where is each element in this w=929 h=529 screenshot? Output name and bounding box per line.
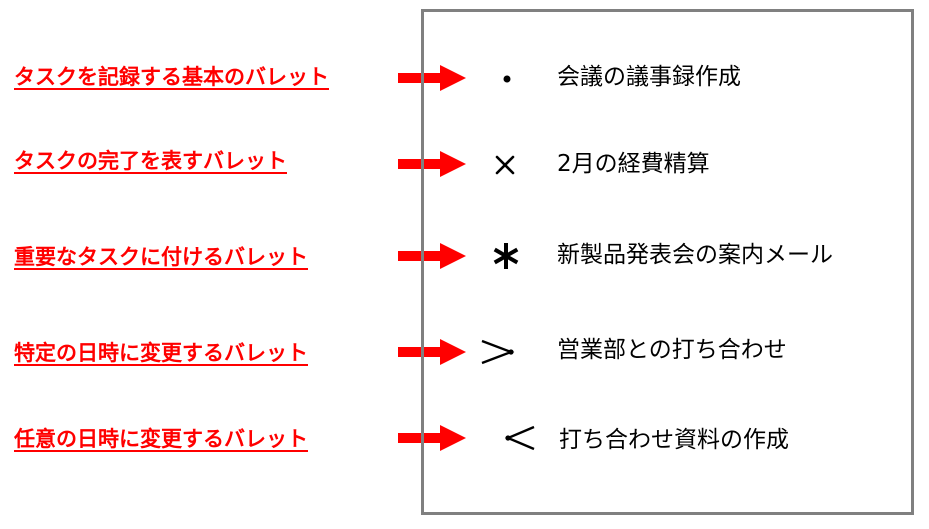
arrow-right-icon — [398, 151, 466, 177]
label-scheduled-bullet: 特定の日時に変更するバレット — [14, 341, 308, 365]
task-item-expense-report: 2月の経費精算 — [557, 151, 710, 177]
task-item-meeting-materials: 打ち合わせ資料の作成 — [559, 427, 789, 453]
label-basic-bullet: タスクを記録する基本のバレット — [14, 65, 329, 89]
arrow-right-icon — [398, 243, 466, 269]
arrow-right-icon — [398, 339, 466, 365]
bullet-journal-frame — [421, 9, 914, 515]
task-item-launch-email: 新製品発表会の案内メール — [557, 242, 833, 268]
task-item-meeting-minutes: 会議の議事録作成 — [557, 64, 741, 90]
migrate-left-bullet-icon — [504, 425, 535, 451]
task-item-sales-meeting: 営業部との打ち合わせ — [557, 337, 787, 363]
label-important-bullet: 重要なタスクに付けるバレット — [14, 245, 308, 269]
cross-bullet-icon — [495, 155, 515, 175]
dot-bullet-icon — [503, 75, 511, 83]
label-complete-bullet: タスクの完了を表すバレット — [14, 149, 287, 173]
arrow-right-icon — [398, 425, 466, 451]
asterisk-bullet-icon — [493, 243, 519, 269]
label-migrated-bullet: 任意の日時に変更するバレット — [14, 427, 308, 451]
migrate-right-bullet-icon — [481, 339, 515, 365]
arrow-right-icon — [398, 65, 466, 91]
